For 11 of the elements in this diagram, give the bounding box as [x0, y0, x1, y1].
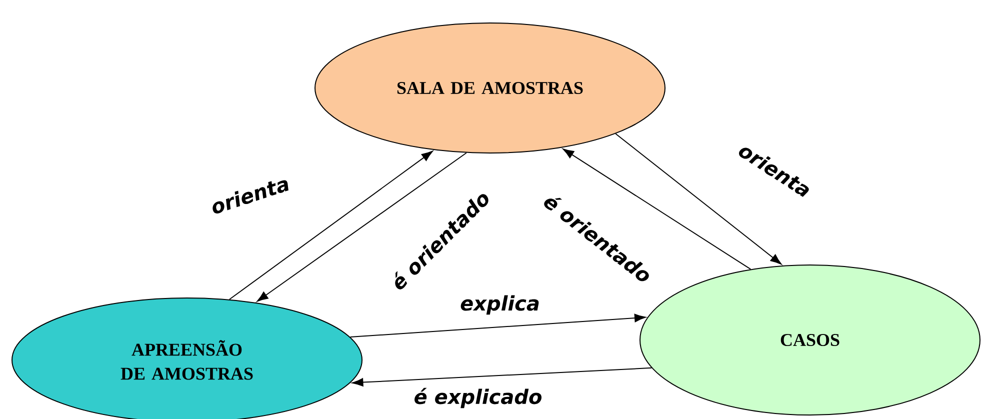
edge-label: explica	[460, 295, 539, 315]
arrow	[350, 314, 646, 338]
arrow	[615, 133, 782, 265]
arrow	[352, 367, 652, 386]
edge-label: é explicado	[414, 388, 542, 408]
arrow	[228, 150, 433, 300]
ellipse-node: SALA DE AMOSTRAS	[314, 22, 666, 154]
arrow	[256, 152, 467, 302]
ellipse-node: APREENSÃO DE AMOSTRAS	[12, 298, 362, 419]
edge-label: orienta	[212, 180, 288, 214]
arrow	[562, 148, 752, 270]
